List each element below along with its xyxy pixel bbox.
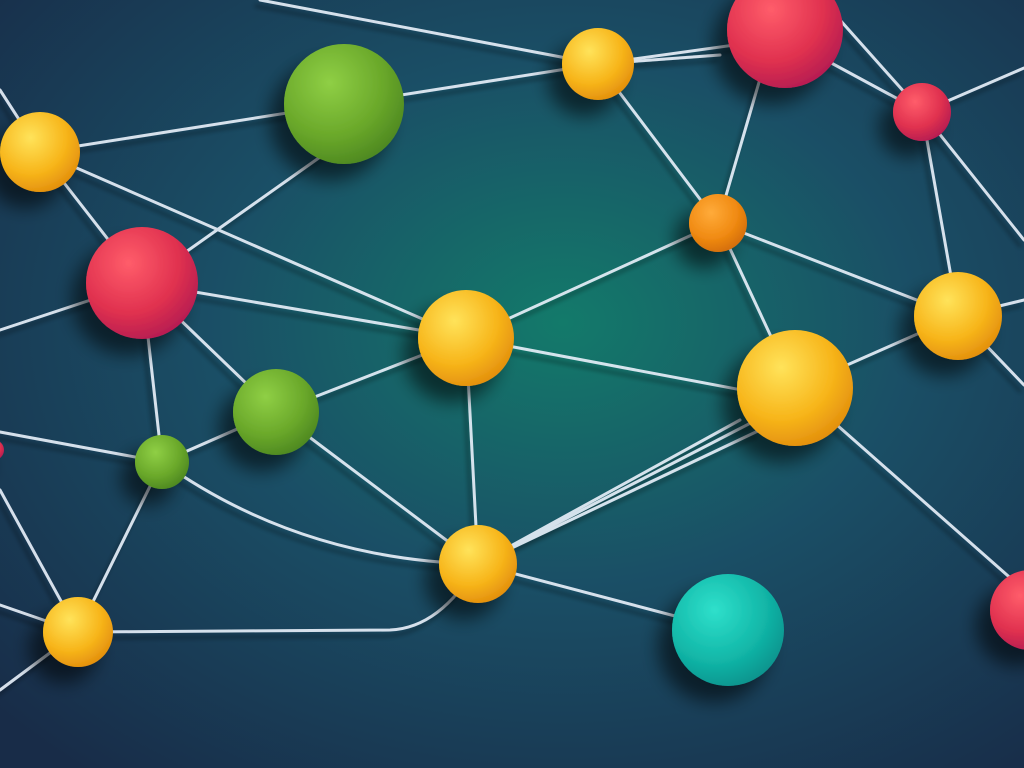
node-yellow	[418, 290, 514, 386]
node-green	[233, 369, 319, 455]
node-orange	[689, 194, 747, 252]
node-yellow	[439, 525, 517, 603]
edge	[160, 460, 480, 566]
edge	[476, 428, 762, 566]
node-yellow	[43, 597, 113, 667]
node-yellow	[562, 28, 634, 100]
edge	[476, 418, 742, 566]
node-yellow	[0, 112, 80, 192]
node-red	[990, 570, 1024, 650]
node-red	[86, 227, 198, 339]
edge	[0, 430, 164, 464]
node-green	[135, 435, 189, 489]
edge	[258, 0, 600, 66]
node-yellow	[737, 330, 853, 446]
node-teal	[672, 574, 784, 686]
edge	[38, 150, 468, 340]
node-red	[893, 83, 951, 141]
node-yellow	[914, 272, 1002, 360]
nodes	[0, 0, 1024, 686]
node-red	[0, 442, 4, 458]
node-green	[284, 44, 404, 164]
node-red	[727, 0, 843, 88]
